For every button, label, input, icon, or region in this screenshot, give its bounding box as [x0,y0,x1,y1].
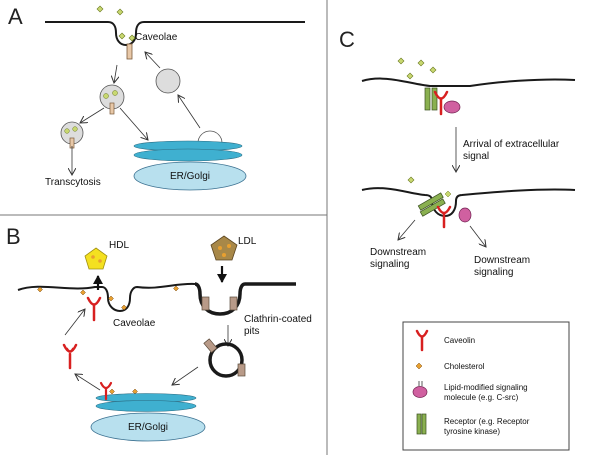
caveolae-label-b: Caveolae [113,318,156,329]
er-golgi-label-a: ER/Golgi [169,171,210,182]
downstream-right-line2: signaling [474,267,514,278]
ldl-particle [210,235,238,261]
legend-lipid-molecule-icon [412,386,428,398]
signaling-molecule-c-bottom [458,207,472,223]
panel-label-a: A [8,4,23,29]
golgi-stack-b-2 [95,400,197,412]
signaling-molecule-c-top [443,100,461,114]
clathrin-label-line2: pits [244,326,260,337]
clathrin-label-line1: Clathrin-coated [244,314,312,325]
receptor-a-vesicle [109,102,115,115]
caveolin-icon-c-bottom [436,205,452,229]
caveolae-label-a: Caveolae [135,32,178,43]
panel-label-b: B [6,224,21,249]
ligand-dots-a [96,5,136,42]
panel-label-c: C [339,27,355,52]
legend-receptor-label-line1: Receptor (e.g. Receptor [444,417,530,426]
arrival-label-line1: Arrival of extracellular [463,139,560,150]
hdl-label: HDL [109,240,130,251]
downstream-right-line1: Downstream [474,255,531,266]
transcytosis-label: Transcytosis [45,177,101,188]
caveolin-icon-c-top [433,90,449,116]
legend-lipid-label-line1: Lipid-modified signaling [444,383,528,392]
legend-receptor-icon-2 [421,413,427,435]
legend-caveolin-label: Caveolin [444,336,476,345]
arrival-label-line2: signal [463,151,490,162]
golgi-stack-a-2 [133,148,243,162]
legend-receptor-icon-1 [416,413,422,435]
ligand-dots-c-top [397,57,437,80]
receptor-c-bottom [417,190,452,217]
receptor-c-top-1 [424,87,431,111]
ldl-label: LDL [238,236,257,247]
membrane-c-top [361,77,576,87]
legend-caveolin-icon [415,329,429,352]
er-b [90,412,206,442]
downstream-left-line1: Downstream [370,247,427,258]
legend-cholesterol-label: Cholesterol [444,362,485,371]
membrane-b [17,282,196,313]
legend-lipid-label-line2: molecule (e.g. C-src) [444,393,519,402]
er-golgi-label-b: ER/Golgi [127,422,168,433]
caveolin-icon-b-golgi [99,381,113,401]
receptor-c-top-2 [431,87,438,111]
receptor-a-caveolae [126,43,133,60]
caveolin-icon-b-caveolae [86,296,102,322]
panel-a [45,5,305,191]
vesicle-a-3 [155,68,181,94]
hdl-particle [84,247,108,270]
legend-box [402,321,570,451]
membrane-a [45,21,305,47]
panel-b [17,235,296,442]
clathrin-pit [194,282,296,316]
panel-c [361,57,576,451]
legend-receptor-label-line2: tyrosine kinase) [444,427,501,436]
er-a [133,161,247,191]
caveolin-icon-b-vesicle [62,343,78,370]
legend-cholesterol-icon [415,362,423,370]
downstream-left-line2: signaling [370,259,410,270]
endosome-b [208,342,244,378]
